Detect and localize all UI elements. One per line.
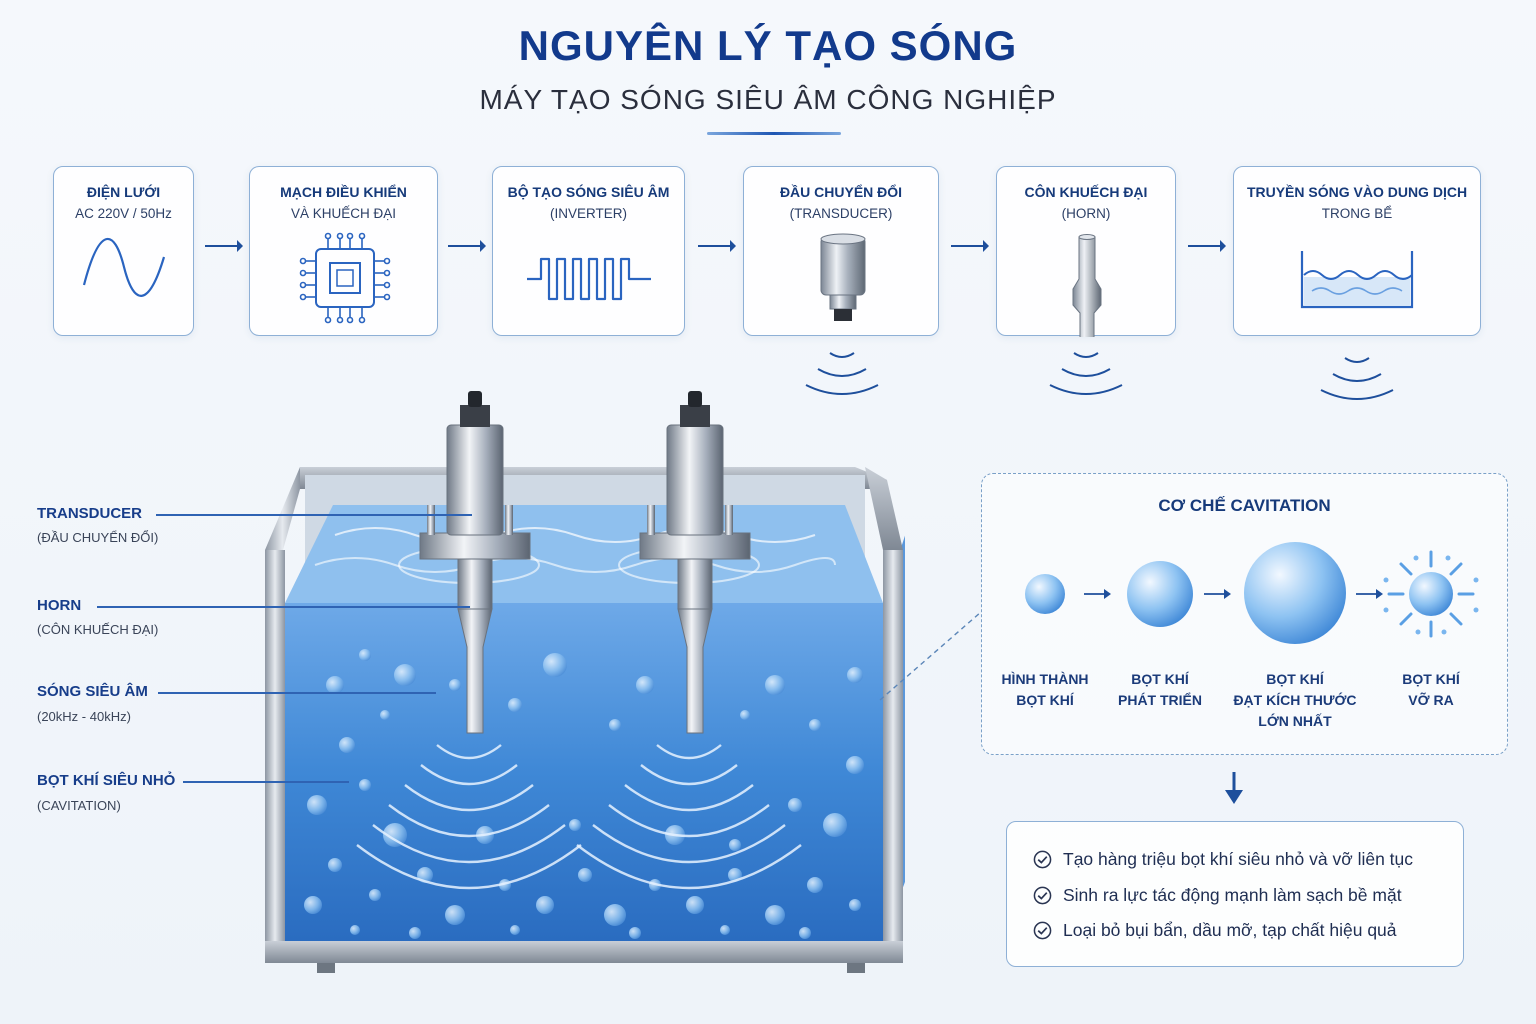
- step-subtitle: TRONG BỂ: [1321, 206, 1393, 221]
- leader-line: [97, 606, 470, 608]
- label-horn-sub: (CÔN KHUẾCH ĐẠI): [37, 622, 159, 637]
- horn-icon: [1072, 234, 1102, 337]
- benefit-text: Loại bỏ bụi bẩn, dầu mỡ, tạp chất hiệu q…: [1063, 920, 1397, 940]
- label-horn: HORN: [37, 597, 82, 614]
- step-subtitle: AC 220V / 50Hz: [75, 206, 172, 221]
- title-divider: [707, 132, 841, 135]
- step-horn: CÔN KHUẾCH ĐẠI (HORN): [996, 166, 1176, 337]
- wave-emission-icon: [1320, 357, 1394, 400]
- bubble-medium: [1127, 561, 1193, 627]
- label-micro-bubbles-sub: (CAVITATION): [37, 798, 121, 813]
- step-control-circuit: MẠCH ĐIỀU KHIỂN VÀ KHUẾCH ĐẠI: [249, 166, 438, 336]
- bubble-large: [1244, 542, 1346, 644]
- cavitation-stages-graphic: [1025, 542, 1479, 644]
- benefit-text: Tạo hàng triệu bọt khí siêu nhỏ và vỡ li…: [1063, 849, 1414, 869]
- label-transducer: TRANSDUCER: [37, 505, 142, 522]
- chip-icon: [299, 232, 391, 324]
- step-title: CÔN KHUẾCH ĐẠI: [1024, 184, 1148, 200]
- label-transducer-sub: (ĐẦU CHUYỂN ĐỔI): [37, 530, 159, 545]
- label-ultrasonic-wave-sub: (20kHz - 40kHz): [37, 709, 131, 724]
- benefit-text: Sinh ra lực tác động mạnh làm sạch bề mặ…: [1063, 885, 1402, 905]
- benefits-panel: Tạo hàng triệu bọt khí siêu nhỏ và vỡ li…: [1006, 821, 1464, 967]
- tank-waves-icon: [1300, 251, 1414, 309]
- step-inverter: BỘ TẠO SÓNG SIÊU ÂM (INVERTER): [492, 166, 685, 336]
- step-power-grid: ĐIỆN LƯỚI AC 220V / 50Hz: [53, 166, 194, 336]
- arrow-right-icon: [448, 240, 486, 252]
- leader-line: [156, 514, 472, 516]
- step-title: MẠCH ĐIỀU KHIỂN: [280, 184, 407, 200]
- cavitation-panel: CƠ CHẾ CAVITATION: [981, 473, 1508, 755]
- step-transmission: TRUYỀN SÓNG VÀO DUNG DỊCH TRONG BỂ: [1233, 166, 1481, 336]
- page-title: NGUYÊN LÝ TẠO SÓNG: [518, 22, 1018, 69]
- arrow-right-icon: [205, 240, 243, 252]
- wave-emission-icon: [1049, 352, 1123, 395]
- arrow-right-icon: [698, 240, 736, 252]
- step-subtitle: (INVERTER): [549, 206, 627, 221]
- step-title: BỘ TẠO SÓNG SIÊU ÂM: [507, 184, 670, 200]
- label-micro-bubbles: BỌT KHÍ SIÊU NHỎ: [37, 772, 176, 789]
- step-title: ĐIỆN LƯỚI: [86, 184, 161, 200]
- arrow-right-icon: [1188, 240, 1226, 252]
- leader-line: [158, 692, 436, 694]
- ultrasonic-tank-illustration: [265, 391, 905, 973]
- probe-left: [419, 391, 531, 734]
- page-subtitle: MÁY TẠO SÓNG SIÊU ÂM CÔNG NGHIỆP: [479, 84, 1057, 115]
- step-subtitle: VÀ KHUẾCH ĐẠI: [290, 206, 397, 221]
- probe-right: [639, 391, 751, 734]
- square-wave-icon: [527, 257, 651, 301]
- bubble-small: [1025, 574, 1065, 614]
- cavitation-title: CƠ CHẾ CAVITATION: [1158, 496, 1331, 515]
- check-circle-icon: [1033, 921, 1052, 940]
- benefit-item: Loại bỏ bụi bẩn, dầu mỡ, tạp chất hiệu q…: [1033, 920, 1397, 941]
- step-subtitle: (HORN): [1061, 206, 1111, 221]
- arrow-down-icon: [1225, 772, 1243, 804]
- label-ultrasonic-wave: SÓNG SIÊU ÂM: [37, 683, 148, 700]
- arrow-right-icon: [951, 240, 989, 252]
- leader-line: [183, 781, 349, 783]
- step-title: ĐẦU CHUYỂN ĐỔI: [779, 184, 903, 200]
- check-circle-icon: [1033, 850, 1052, 869]
- bubble-burst: [1383, 550, 1479, 638]
- wave-emission-icon: [805, 352, 879, 395]
- benefit-item: Tạo hàng triệu bọt khí siêu nhỏ và vỡ li…: [1033, 849, 1413, 870]
- step-title: TRUYỀN SÓNG VÀO DUNG DỊCH: [1246, 184, 1468, 200]
- check-circle-icon: [1033, 886, 1052, 905]
- step-subtitle: (TRANSDUCER): [789, 206, 893, 221]
- benefit-item: Sinh ra lực tác động mạnh làm sạch bề mặ…: [1033, 885, 1402, 906]
- step-transducer: ĐẦU CHUYỂN ĐỔI (TRANSDUCER): [743, 166, 939, 336]
- transducer-icon: [820, 233, 866, 321]
- sine-wave-icon: [82, 237, 166, 297]
